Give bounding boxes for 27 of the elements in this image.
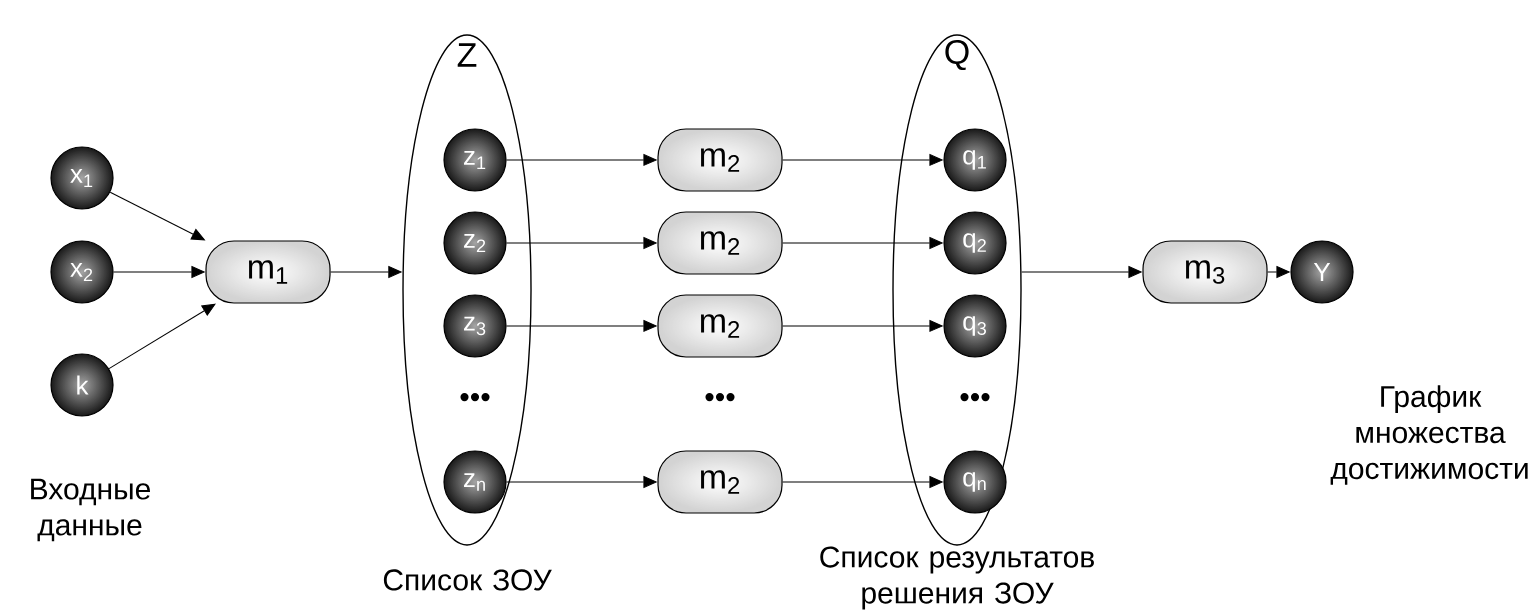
arrow: [506, 237, 657, 249]
arrow: [113, 266, 205, 278]
module-box: m$_{3}$: [1142, 240, 1268, 304]
text-label: Входные данные: [31, 478, 150, 542]
node-label: Список ЗОУ: [383, 569, 552, 591]
node-label: Список результатов решения ЗОУ: [820, 546, 1094, 610]
module-box: m$_{2}$: [657, 211, 783, 275]
module-box: m$_{2}$: [657, 128, 783, 192]
arrow: [506, 320, 657, 332]
arrow: [109, 191, 205, 241]
module-box: m$_{2}$: [657, 294, 783, 358]
text-label: •••: [460, 393, 490, 402]
text-label: •••: [705, 393, 735, 402]
arrow: [782, 237, 943, 249]
arrow: [782, 154, 943, 166]
arrow: [330, 266, 402, 278]
arrow: [506, 154, 657, 166]
arrow: [782, 476, 943, 488]
text-label: •••: [960, 393, 990, 402]
arrow: [782, 320, 943, 332]
module-box: m$_{1}$: [205, 240, 331, 304]
arrow: [1021, 266, 1142, 278]
arrow: [1267, 266, 1290, 278]
arrow: [506, 476, 657, 488]
module-box: m$_{2}$: [657, 450, 783, 514]
arrow: [108, 303, 216, 370]
node-label: График множества достижимости: [1330, 385, 1528, 485]
